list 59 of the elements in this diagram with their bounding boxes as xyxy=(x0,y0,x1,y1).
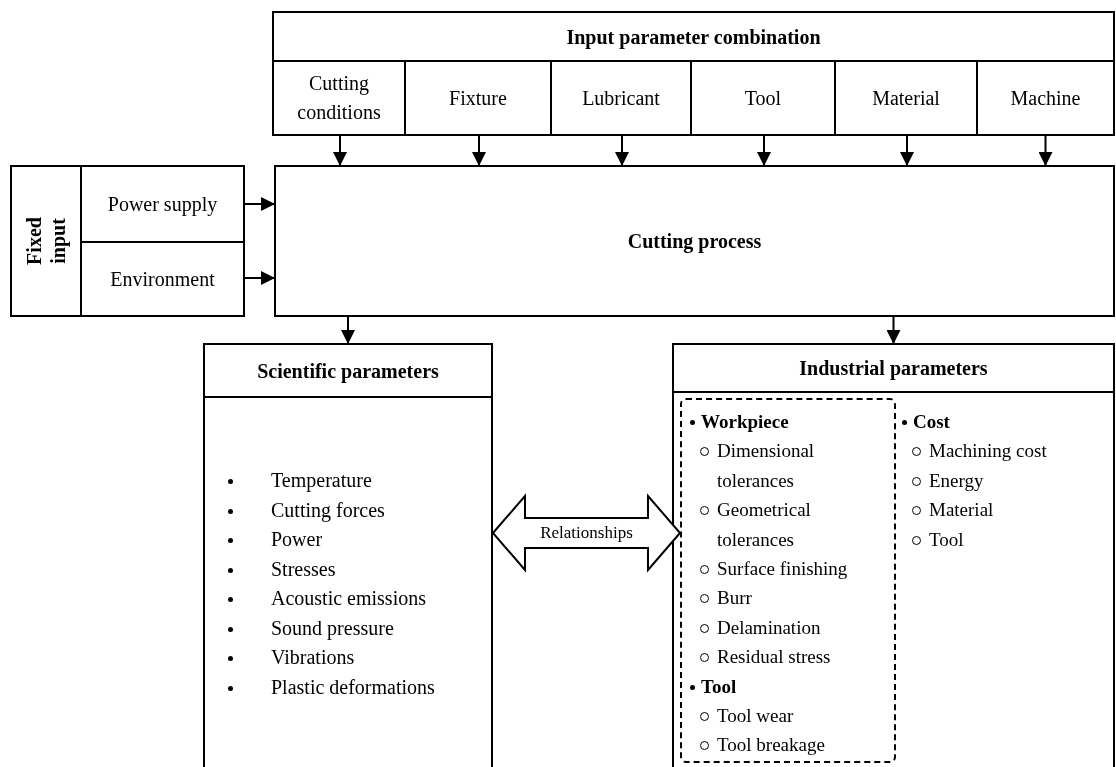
group-heading: Fixed input xyxy=(22,216,70,267)
arrow xyxy=(341,316,355,344)
list-item: Energy xyxy=(929,468,984,493)
parameter-cell xyxy=(552,60,692,134)
list-item: Plastic deformations xyxy=(271,674,435,700)
list-item: Geometrical tolerances xyxy=(717,498,812,552)
list-item: Residual stress xyxy=(717,645,831,670)
cell-label: Tool xyxy=(744,85,782,111)
parameter-panel xyxy=(203,343,493,767)
process-label: Cutting process xyxy=(627,229,762,255)
cell-label: Lubricant xyxy=(582,85,660,111)
edge-label: Relationships xyxy=(540,523,633,543)
list-item: Machining cost xyxy=(929,439,1047,464)
cell-label: Material xyxy=(872,85,940,111)
list-item: Surface finishing xyxy=(717,557,848,582)
list-item: Material xyxy=(929,498,994,523)
parameter-cell xyxy=(836,60,978,134)
arrow xyxy=(615,133,629,166)
cell-label: Fixture xyxy=(449,85,507,111)
parameter-panel xyxy=(672,343,1115,767)
arrow xyxy=(472,133,486,166)
cell-label: Machine xyxy=(1010,85,1081,111)
list-item: Dimensional tolerances xyxy=(717,439,816,493)
arrow xyxy=(242,197,275,211)
list-heading: Cost xyxy=(913,410,950,434)
list-item: Vibrations xyxy=(271,645,355,670)
list-item: Cutting forces xyxy=(271,497,385,524)
list-item: Temperature xyxy=(271,468,372,494)
parameter-cell xyxy=(274,60,406,134)
list-item: Tool xyxy=(929,527,964,552)
list-item: Delamination xyxy=(717,615,821,640)
list-item: Burr xyxy=(717,586,752,611)
list-heading: Tool xyxy=(701,674,737,699)
panel-heading: Industrial parameters xyxy=(799,356,988,382)
list-item: Sound pressure xyxy=(271,615,394,642)
arrow xyxy=(333,133,347,166)
list-item: Tool breakage xyxy=(717,733,825,758)
parameter-cell xyxy=(692,60,836,134)
dashed-group-box xyxy=(680,398,896,763)
input-cell xyxy=(80,241,243,315)
arrow xyxy=(242,271,275,285)
group-box xyxy=(272,11,1115,136)
list-item: Acoustic emissions xyxy=(271,586,426,611)
cell-label: Power supply xyxy=(107,191,218,218)
list-item: Power xyxy=(271,527,323,552)
panel-heading: Scientific parameters xyxy=(257,358,439,385)
arrow xyxy=(1038,133,1053,166)
arrow xyxy=(900,133,914,166)
group-box xyxy=(10,165,245,317)
list-item: Tool wear xyxy=(717,704,794,729)
cell-label: Cutting conditions xyxy=(296,71,382,125)
arrow xyxy=(886,316,901,344)
process-box xyxy=(274,165,1115,317)
arrow xyxy=(757,133,771,166)
group-heading: Input parameter combination xyxy=(566,24,821,51)
list-heading: Workpiece xyxy=(701,410,789,434)
cell-label: Environment xyxy=(110,266,215,292)
parameter-cell xyxy=(406,60,552,134)
list-item: Stresses xyxy=(271,556,336,582)
